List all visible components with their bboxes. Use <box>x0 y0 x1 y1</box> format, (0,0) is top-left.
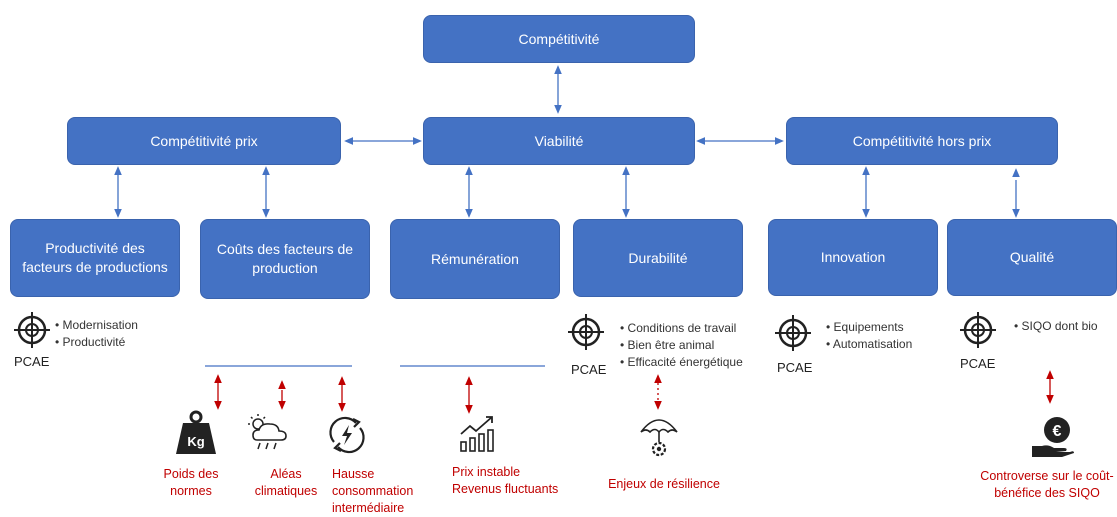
target-icon <box>960 312 996 348</box>
pcae-label: PCAE <box>960 356 996 371</box>
target-icon <box>568 314 604 350</box>
node-competitivite: Compétitivité <box>423 15 695 63</box>
pcae-label: PCAE <box>571 362 607 377</box>
list-item: Equipements <box>826 319 912 336</box>
node-remuneration: Rémunération <box>390 219 560 299</box>
energy-cycle-icon <box>329 416 365 454</box>
pcae-list-qualite: SIQO dont bio <box>1014 318 1098 335</box>
pcae-list-durabilite: Conditions de travail Bien être animal E… <box>620 320 743 370</box>
list-item: Productivité <box>55 334 138 351</box>
node-viabilite: Viabilité <box>423 117 695 165</box>
cloud-rain-sun-icon <box>248 414 287 450</box>
node-competitivite-hors-prix: Compétitivité hors prix <box>786 117 1058 165</box>
list-item: Bien être animal <box>620 337 743 354</box>
risk-enjeux-resilience: Enjeux de résilience <box>608 477 720 491</box>
price-chart-icon <box>460 416 494 452</box>
risk-prix-instable: Prix instable Revenus fluctuants <box>452 465 559 496</box>
pcae-label: PCAE <box>777 360 813 375</box>
node-competitivite-prix: Compétitivité prix <box>67 117 341 165</box>
target-icon <box>775 315 811 351</box>
pcae-list-productivite: Modernisation Productivité <box>55 317 138 351</box>
node-productivite: Productivité des facteurs de productions <box>10 219 180 297</box>
risk-aleas-climatiques: Aléas climatiques <box>254 467 318 498</box>
umbrella-gear-icon <box>640 419 678 457</box>
kg-weight-icon: Kg <box>176 410 216 454</box>
risk-hausse-consommation: Hausse consommation intermédiaire <box>332 467 414 515</box>
list-item: Conditions de travail <box>620 320 743 337</box>
target-icon <box>14 312 50 348</box>
list-item: Modernisation <box>55 317 138 334</box>
euro-hand-icon: € <box>1032 417 1074 457</box>
node-qualite: Qualité <box>947 219 1117 296</box>
risk-controverse-siqo: Controverse sur le coût-bénéfice des SIQ… <box>980 469 1114 500</box>
svg-text:€: € <box>1053 423 1062 440</box>
node-couts: Coûts des facteurs de production <box>200 219 370 299</box>
node-innovation: Innovation <box>768 219 938 296</box>
pcae-list-innovation: Equipements Automatisation <box>826 319 912 353</box>
list-item: Efficacité énergétique <box>620 354 743 371</box>
weight-label: Kg <box>187 434 204 449</box>
pcae-label: PCAE <box>14 354 50 369</box>
risk-poids-normes: Poids des normes <box>163 467 219 498</box>
list-item: SIQO dont bio <box>1014 318 1098 335</box>
node-durabilite: Durabilité <box>573 219 743 297</box>
list-item: Automatisation <box>826 336 912 353</box>
